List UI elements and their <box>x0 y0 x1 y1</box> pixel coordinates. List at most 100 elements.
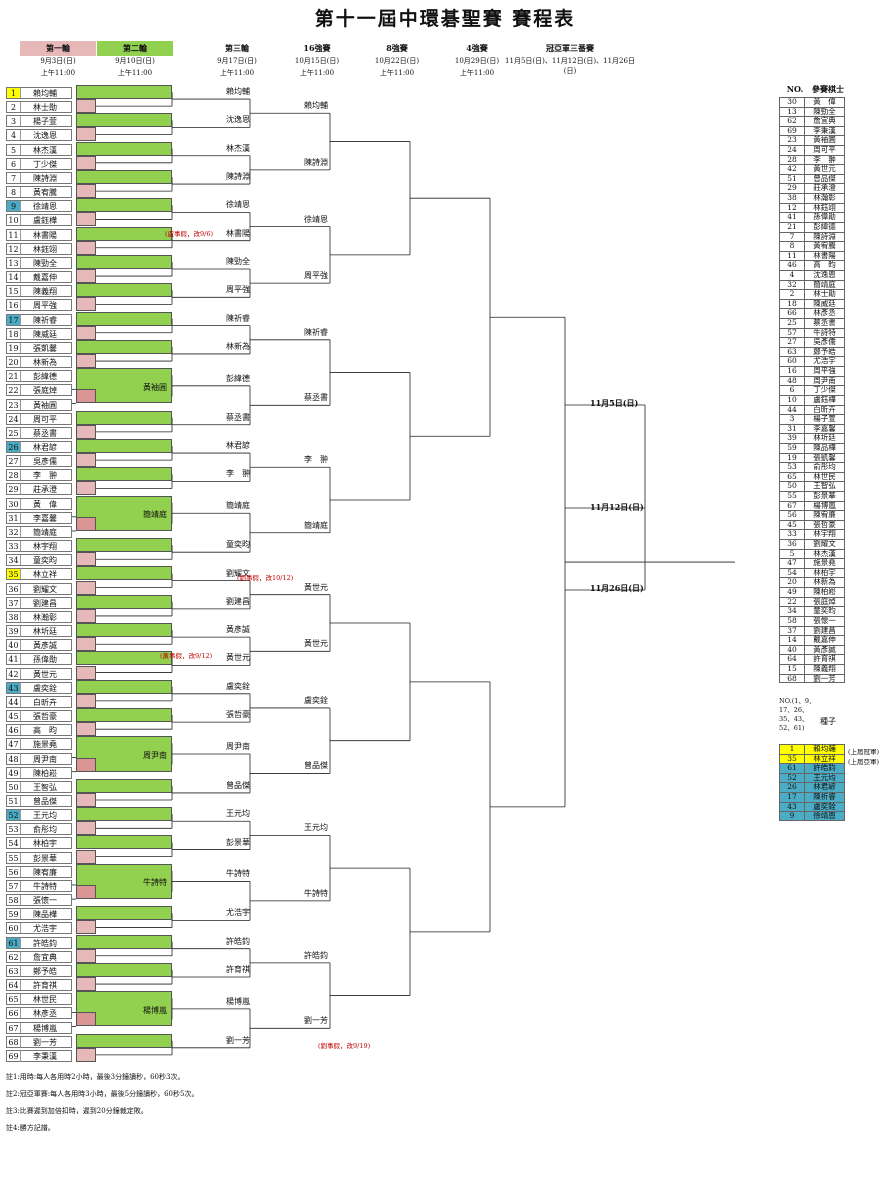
player-number: 13 <box>7 257 21 268</box>
schedule-no: 41 <box>780 213 805 222</box>
schedule-no: 68 <box>780 674 805 683</box>
player-name: 陳詩淵 <box>33 173 57 183</box>
round2-slot <box>76 453 96 468</box>
player-name: 孫偉勛 <box>33 655 57 665</box>
player-number: 34 <box>7 555 21 566</box>
schedule-name: 孫偉勛 <box>813 212 836 222</box>
schedule-no: 27 <box>780 338 805 347</box>
player-number: 44 <box>7 696 21 707</box>
round3-name: 黃世元 <box>226 653 250 663</box>
player-number: 40 <box>7 640 21 651</box>
player-number: 18 <box>7 328 21 339</box>
player-name: 黃 偉 <box>33 499 57 509</box>
round16-name: 陳詩淵 <box>304 157 328 167</box>
player-number: 57 <box>7 880 21 891</box>
seed-no: 1 <box>780 744 805 754</box>
player-number: 1 <box>7 88 21 98</box>
schedule-name: 陳品樺 <box>813 442 836 452</box>
seed-no: 52 <box>780 773 805 783</box>
round-date: 10月29日(日) <box>454 57 500 65</box>
player-number: 33 <box>7 541 21 552</box>
round2-match <box>76 934 172 949</box>
player-number: 2 <box>7 102 21 113</box>
schedule-name: 劉耀文 <box>813 539 836 549</box>
schedule-row: 2 林士勛 <box>779 289 845 299</box>
player-name: 盧奕銓 <box>33 683 57 693</box>
round3-name: 陳詩淵 <box>226 172 250 182</box>
player-number: 8 <box>7 187 21 198</box>
player-name: 王元均 <box>33 811 57 821</box>
round16-name: 周平強 <box>304 271 328 281</box>
round-date: 9月17日(日) <box>217 57 257 65</box>
player-name: 陳宥廉 <box>33 867 57 877</box>
player-name: 林宇翔 <box>33 542 57 552</box>
schedule-name: 林杰漢 <box>813 548 836 558</box>
player-number: 30 <box>7 498 21 509</box>
player-number: 59 <box>7 909 21 920</box>
round16-name: 王元均 <box>304 823 328 833</box>
player-name: 盧鈺樺 <box>33 216 57 226</box>
player-name: 林瀚彰 <box>33 612 57 622</box>
schedule-name: 李嘉馨 <box>813 423 836 433</box>
player-number: 4 <box>7 130 21 141</box>
round1-winner: 黃袖圓 <box>143 382 167 392</box>
player-name: 丁少傑 <box>33 159 57 169</box>
round2-match <box>76 85 172 99</box>
round-label: 8強賽 <box>386 43 408 53</box>
schedule-name: 劉建昌 <box>813 625 836 635</box>
schedule-name: 林士勛 <box>813 289 836 299</box>
schedule-name: 張懷一 <box>813 615 836 625</box>
schedule-no: 2 <box>780 290 805 299</box>
player-number: 15 <box>7 286 21 297</box>
player-name: 蔡丞書 <box>33 428 57 438</box>
schedule-name: 吳彥儒 <box>813 337 836 347</box>
round2-slot <box>76 637 96 652</box>
schedule-name: 林宇翔 <box>813 529 836 539</box>
schedule-no: 55 <box>780 491 805 501</box>
round2-slot <box>76 948 96 963</box>
round2-slot <box>76 127 96 142</box>
schedule-no: 29 <box>780 184 805 194</box>
schedule-name: 林圻廷 <box>813 433 836 443</box>
schedule-header-no: NO. <box>786 84 804 94</box>
seed-no: 61 <box>780 764 805 773</box>
round2-match <box>76 311 172 326</box>
round1-match <box>76 389 96 404</box>
schedule-no: 11 <box>780 251 805 261</box>
player-number: 36 <box>7 583 21 594</box>
player-number: 20 <box>7 357 21 368</box>
seed-name: 盧奕銓 <box>813 801 836 811</box>
round-time: 上午11:00 <box>40 69 76 77</box>
player-name: 周平強 <box>33 301 57 311</box>
schedule-no: 64 <box>780 655 805 664</box>
schedule-name: 林新為 <box>813 577 836 587</box>
round3-name: 李 翀 <box>226 469 250 479</box>
schedule-name: 陳宥廉 <box>813 510 836 520</box>
round16-name: 劉一芳 <box>304 1016 328 1026</box>
round2-match <box>76 594 172 609</box>
schedule-no: 23 <box>780 136 805 146</box>
round2-match <box>76 1033 172 1048</box>
player-name: 張凱馨 <box>33 343 57 353</box>
